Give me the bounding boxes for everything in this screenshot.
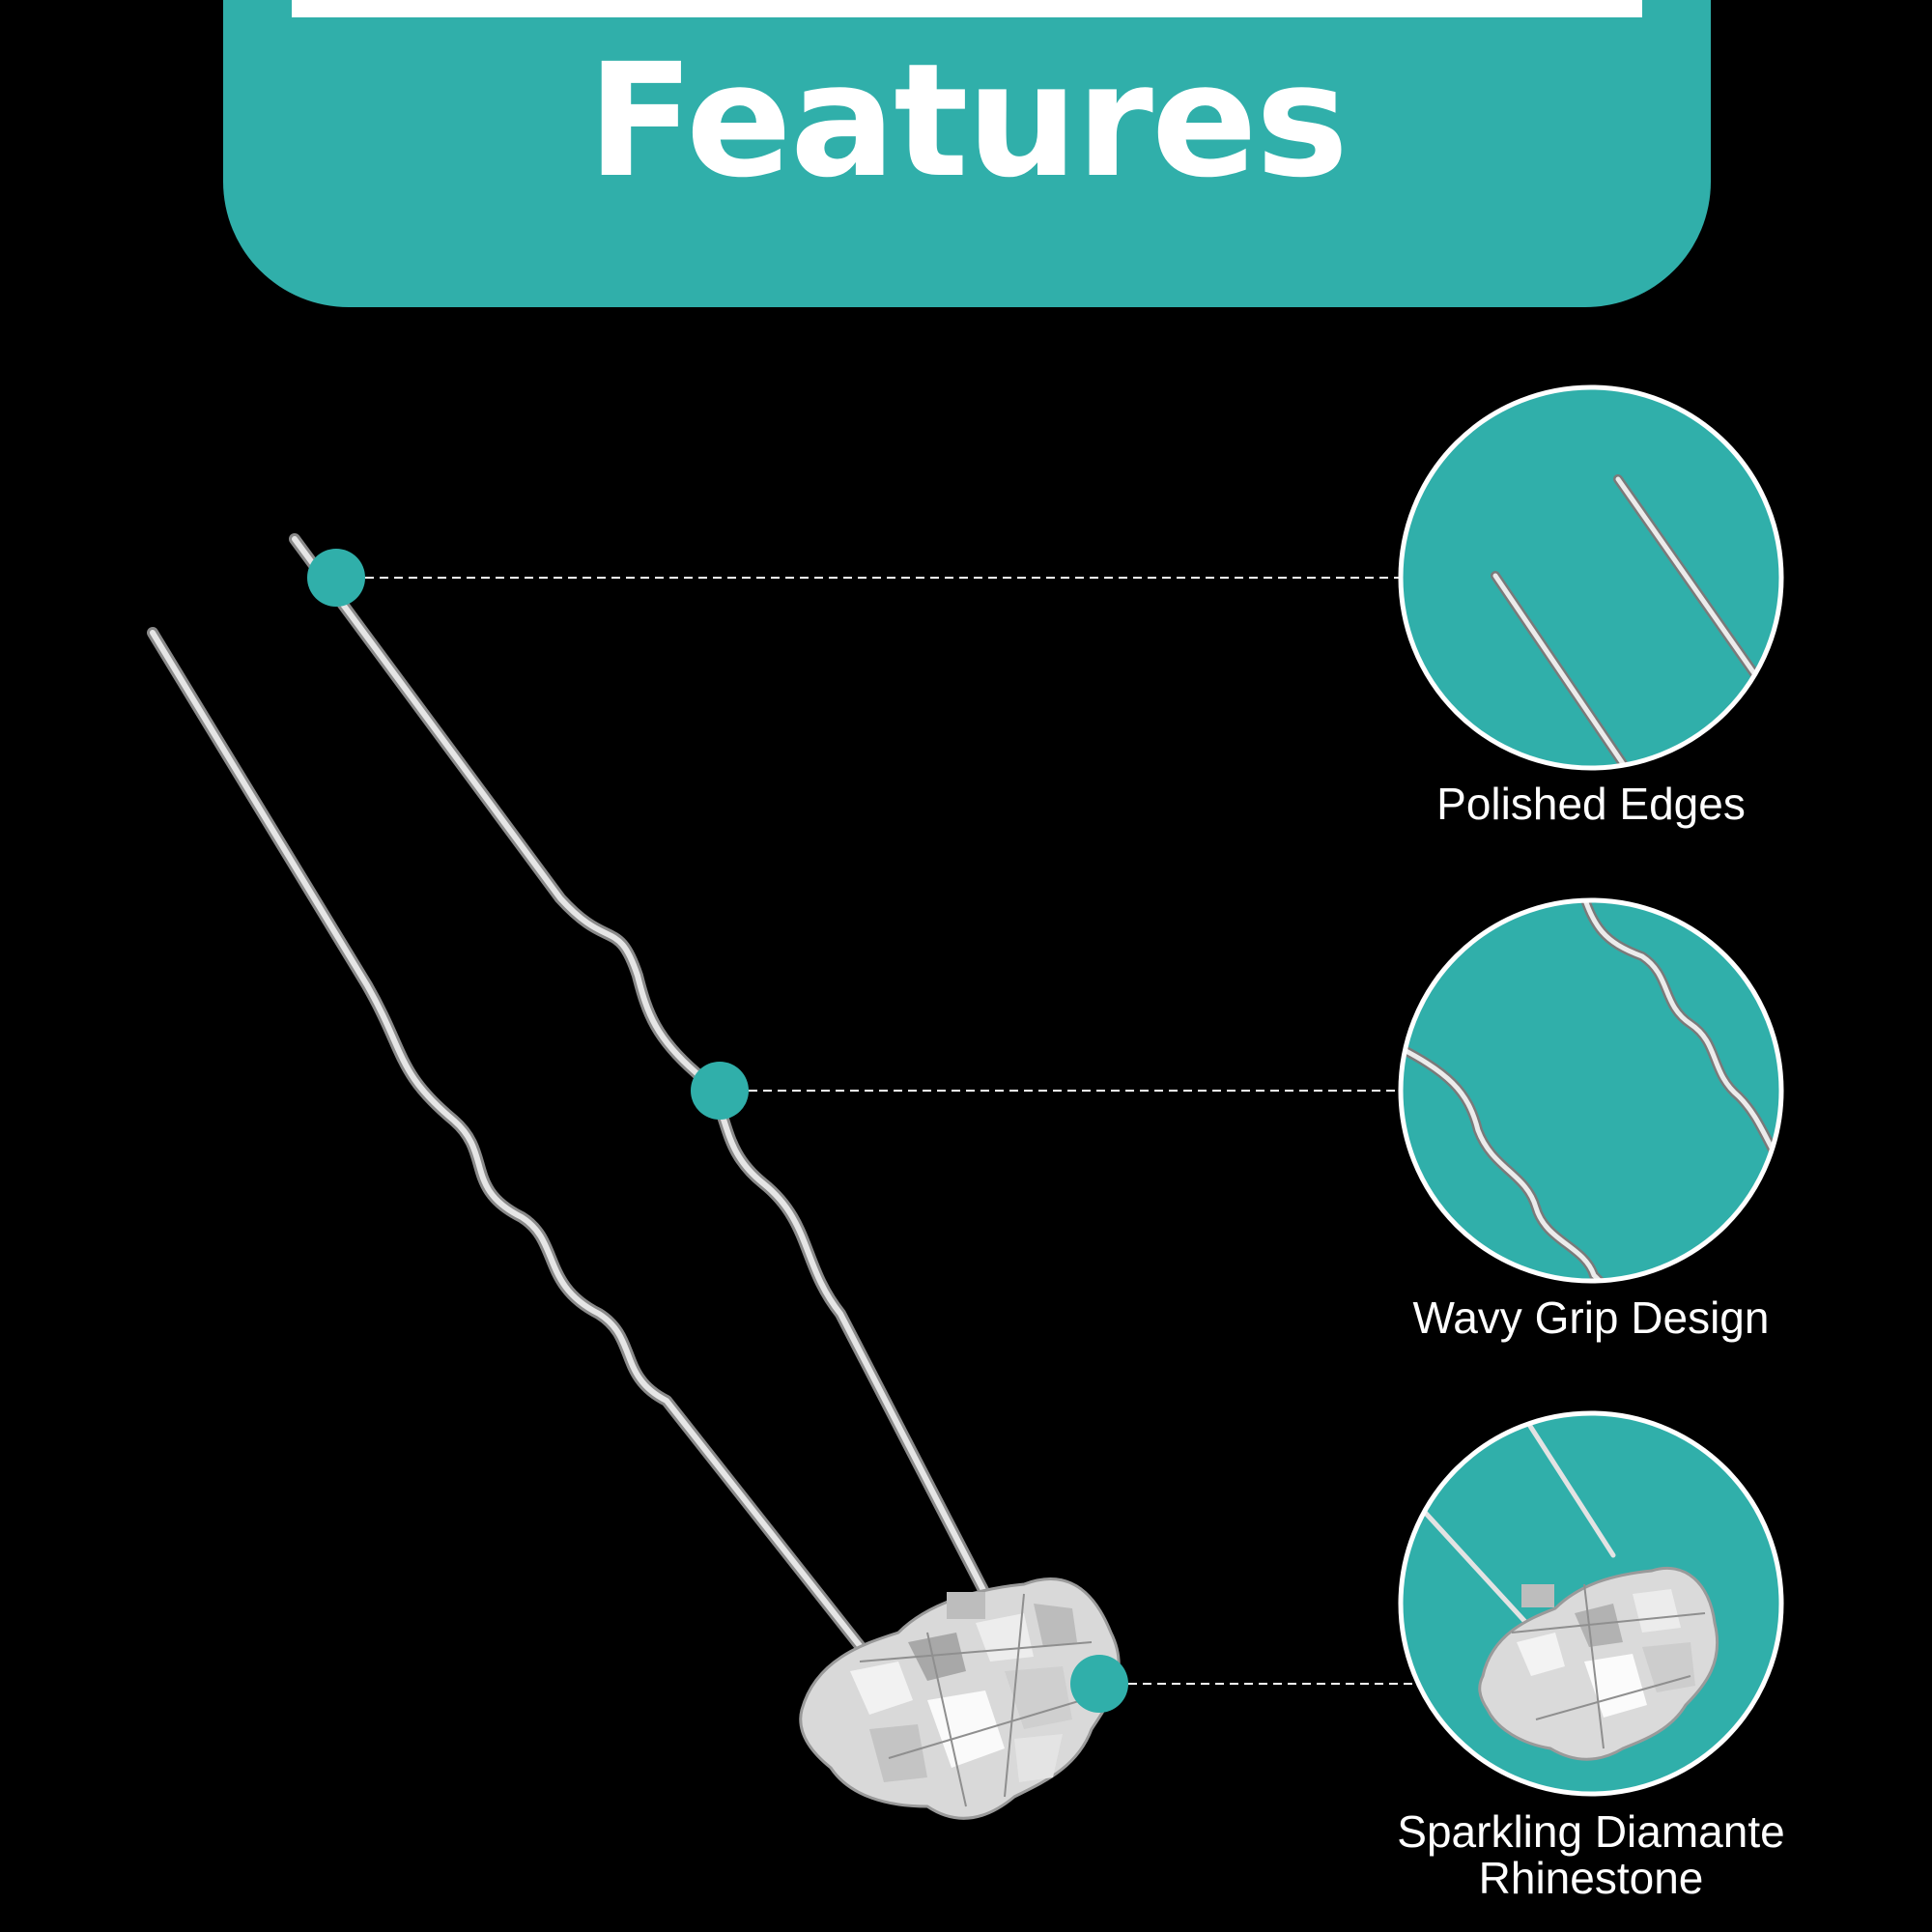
feature-label-polished-edges: Polished Edges xyxy=(1436,779,1746,829)
callout-dot-1 xyxy=(307,549,365,607)
feature-label-wavy-grip: Wavy Grip Design xyxy=(1412,1293,1770,1343)
pin-prong-right xyxy=(289,533,991,1600)
hair-pin xyxy=(147,533,991,1658)
callout-lines xyxy=(336,577,1416,1685)
callout-dot-3 xyxy=(1070,1655,1128,1713)
zoom-circle-polished-edges xyxy=(1398,384,1784,771)
rhinestone-icon xyxy=(799,1577,1121,1820)
header-banner: Features xyxy=(223,0,1711,307)
callout-dot-2 xyxy=(691,1062,749,1120)
header-white-bar xyxy=(292,0,1642,17)
zoom-circle-wavy-grip xyxy=(1398,897,1784,1284)
feature-label-rhinestone: Sparkling Diamante Rhinestone xyxy=(1397,1806,1785,1904)
zoom-circle-rhinestone xyxy=(1398,1410,1784,1797)
page-title: Features xyxy=(586,31,1349,213)
pin-prong-left xyxy=(147,627,870,1658)
